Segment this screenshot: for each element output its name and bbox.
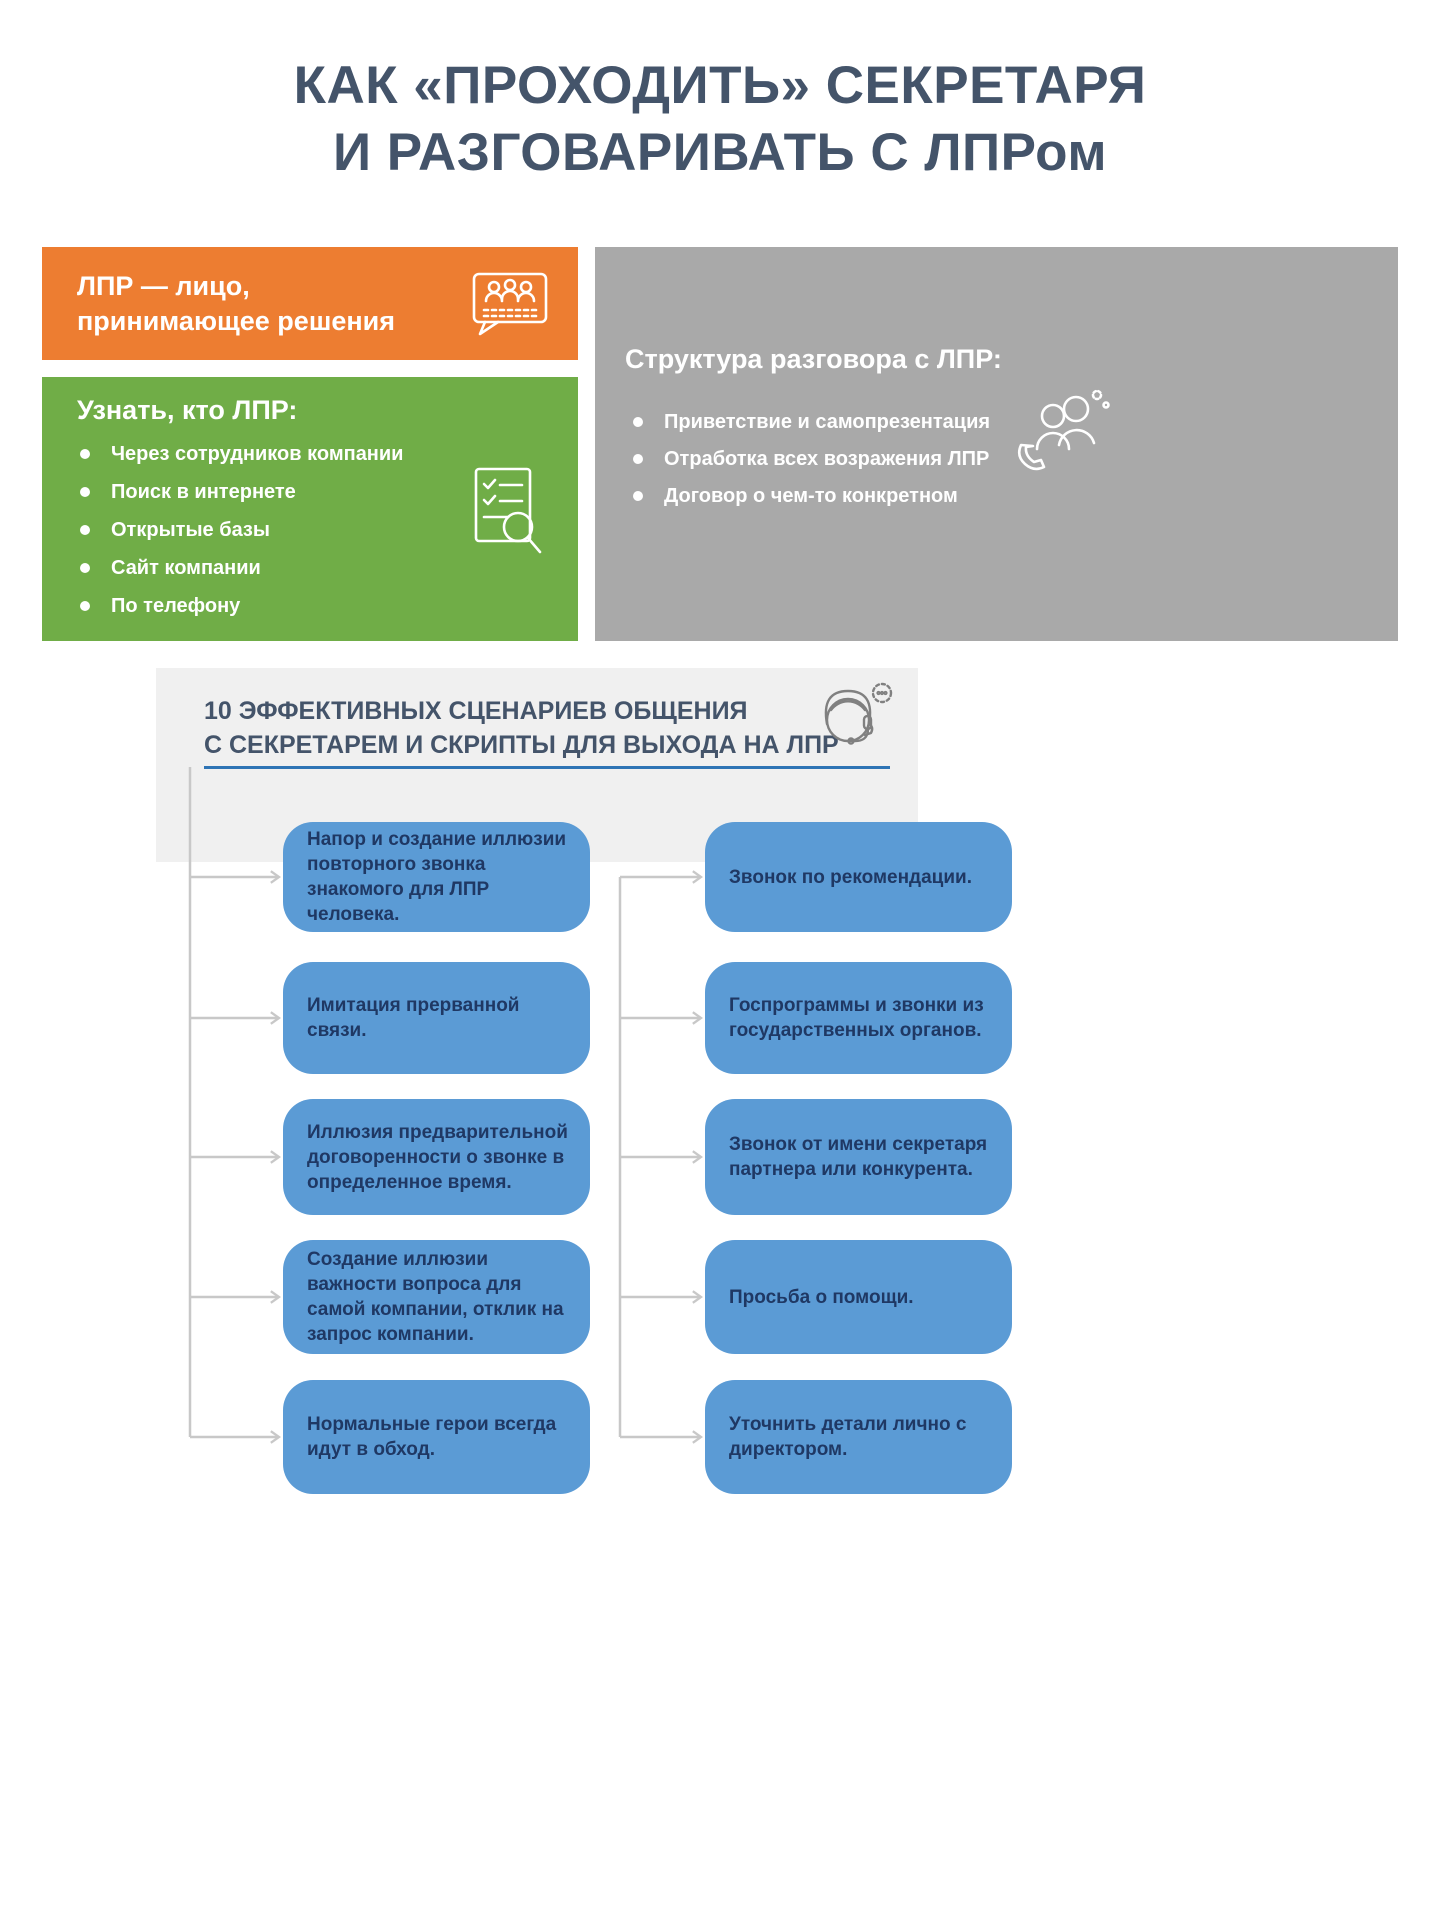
- list-item-label: Открытые базы: [111, 518, 270, 541]
- conversation-structure-title: Структура разговора с ЛПР:: [625, 344, 1002, 374]
- list-item-label: Поиск в интернете: [111, 480, 296, 503]
- scenario-card-text: Звонок от имени секретаря партнера или к…: [729, 1134, 988, 1180]
- bullet-dot: [633, 454, 643, 464]
- presentation-audience-icon: [472, 272, 548, 335]
- page-title: КАК «ПРОХОДИТЬ» СЕКРЕТАРЯ И РАЗГОВАРИВАТ…: [0, 52, 1440, 186]
- scenario-card-text: Создание иллюзии важности вопроса для са…: [307, 1249, 564, 1345]
- list-item: Приветствие и самопрезентация: [633, 411, 990, 433]
- scenario-card-text: Просьба о помощи.: [729, 1286, 914, 1308]
- scenario-card-text: Имитация прерванной связи.: [307, 995, 520, 1041]
- list-item-label: Договор о чем-то конкретном: [664, 484, 958, 507]
- list-item-label: Сайт компании: [111, 556, 261, 579]
- scenario-card: Нормальные герои всегда идут в обход.: [283, 1380, 590, 1494]
- list-item: Договор о чем-то конкретном: [633, 485, 990, 507]
- bullet-dot: [80, 563, 90, 573]
- scenario-card-text: Звонок по рекомендации.: [729, 866, 973, 888]
- scenario-card: Звонок от имени секретаря партнера или к…: [705, 1099, 1012, 1215]
- scenarios-title: 10 ЭФФЕКТИВНЫХ СЦЕНАРИЕВ ОБЩЕНИЯ С СЕКРЕ…: [204, 694, 860, 762]
- scenario-card-text: Иллюзия предварительной договоренности о…: [307, 1121, 568, 1193]
- find-lpr-list: Через сотрудников компании Поиск в интер…: [80, 443, 403, 633]
- scenario-card: Госпрограммы и звонки из государственных…: [705, 962, 1012, 1074]
- scenario-card: Имитация прерванной связи.: [283, 962, 590, 1074]
- list-item-label: Отработка всех возражения ЛПР: [664, 447, 990, 470]
- page-title-line2: И РАЗГОВАРИВАТЬ С ЛПРом: [332, 123, 1108, 182]
- title-underline: [204, 766, 890, 769]
- scenario-card-text: Нормальные герои всегда идут в обход.: [307, 1414, 557, 1460]
- list-item-label: По телефону: [111, 594, 241, 617]
- list-item: Сайт компании: [80, 557, 403, 579]
- document-search-icon: [474, 467, 542, 554]
- list-item: Отработка всех возражения ЛПР: [633, 448, 990, 470]
- lpr-definition-card: ЛПР — лицо, принимающее решения: [42, 247, 578, 360]
- scenario-card: Иллюзия предварительной договоренности о…: [283, 1099, 590, 1215]
- phone-people-icon: [1017, 389, 1110, 471]
- lpr-definition-text: ЛПР — лицо, принимающее решения: [77, 270, 396, 336]
- scenarios-title-line1: 10 ЭФФЕКТИВНЫХ СЦЕНАРИЕВ ОБЩЕНИЯ: [204, 697, 748, 725]
- scenario-card: Напор и создание иллюзии повторного звон…: [283, 822, 590, 932]
- call-operator-icon: [824, 682, 893, 745]
- list-item: По телефону: [80, 595, 403, 617]
- scenario-card: Просьба о помощи.: [705, 1240, 1012, 1354]
- bullet-dot: [80, 487, 90, 497]
- bullet-dot: [80, 449, 90, 459]
- list-item: Открытые базы: [80, 519, 403, 541]
- list-item-label: Через сотрудников компании: [111, 442, 404, 465]
- list-item-label: Приветствие и самопрезентация: [664, 410, 991, 433]
- scenarios-header-panel: 10 ЭФФЕКТИВНЫХ СЦЕНАРИЕВ ОБЩЕНИЯ С СЕКРЕ…: [156, 668, 918, 862]
- list-item: Поиск в интернете: [80, 481, 403, 503]
- page-title-line1: КАК «ПРОХОДИТЬ» СЕКРЕТАРЯ: [293, 56, 1147, 115]
- scenario-card: Уточнить детали лично с директором.: [705, 1380, 1012, 1494]
- bullet-dot: [633, 417, 643, 427]
- find-lpr-title: Узнать, кто ЛПР:: [77, 395, 298, 425]
- bullet-dot: [80, 525, 90, 535]
- bullet-dot: [633, 491, 643, 501]
- scenarios-title-line2: С СЕКРЕТАРЕМ И СКРИПТЫ ДЛЯ ВЫХОДА НА ЛПР: [204, 731, 839, 759]
- scenario-card: Звонок по рекомендации.: [705, 822, 1012, 932]
- scenario-card: Создание иллюзии важности вопроса для са…: [283, 1240, 590, 1354]
- list-item: Через сотрудников компании: [80, 443, 403, 465]
- scenario-card-text: Уточнить детали лично с директором.: [729, 1414, 967, 1460]
- bullet-dot: [80, 601, 90, 611]
- scenario-card-text: Госпрограммы и звонки из государственных…: [729, 995, 984, 1041]
- scenario-card-text: Напор и создание иллюзии повторного звон…: [307, 829, 567, 925]
- find-lpr-card: Узнать, кто ЛПР: Через сотрудников компа…: [42, 377, 578, 641]
- conversation-structure-list: Приветствие и самопрезентация Отработка …: [633, 411, 990, 522]
- conversation-structure-card: Структура разговора с ЛПР: Приветствие и…: [595, 247, 1398, 641]
